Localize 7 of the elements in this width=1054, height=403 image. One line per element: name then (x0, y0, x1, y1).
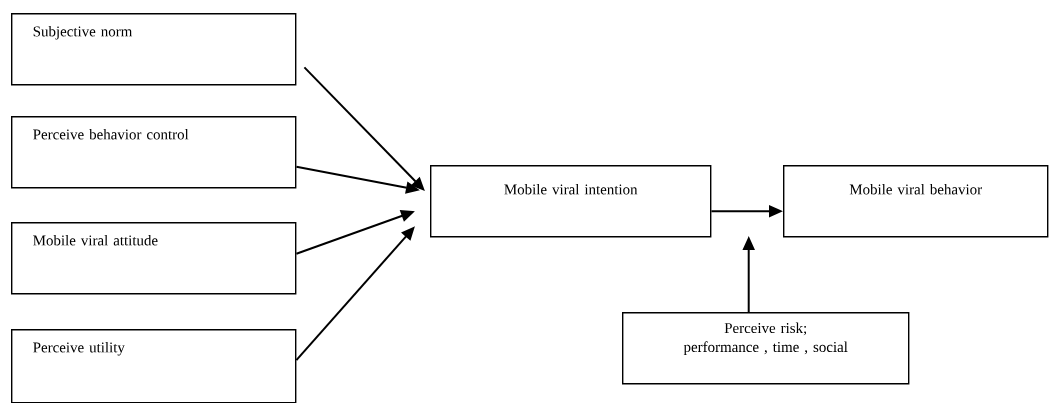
text-box: Perceive behavior control (11, 116, 297, 189)
text-box: Perceive risk; performance , time , social (622, 312, 910, 385)
text-box: Mobile viral behavior (783, 165, 1049, 238)
text-box: Perceive utility (11, 329, 297, 403)
text-box: Subjective norm (11, 13, 297, 86)
text-box: Mobile viral intention (430, 165, 712, 238)
text-box: Mobile viral attitude (11, 222, 297, 295)
